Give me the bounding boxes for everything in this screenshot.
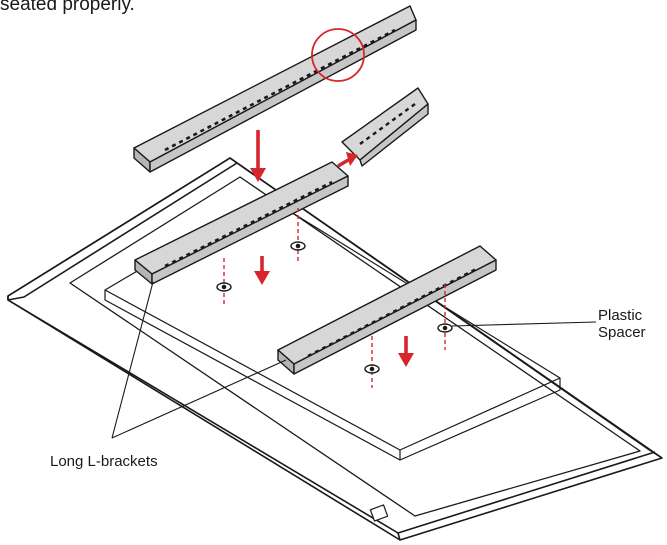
tv-connector-tab: [369, 504, 389, 522]
spacer-2: [216, 282, 232, 292]
direction-arrows: [250, 130, 414, 367]
tv-plate-left: [104, 290, 401, 461]
bracket-leader-1: [111, 281, 154, 439]
tv-frame-bottom-edge: [397, 451, 656, 534]
tv-frame-bevel-right: [236, 162, 663, 459]
arrow-right-short: [337, 152, 358, 168]
arrow-down-lower: [398, 336, 414, 367]
middle-l-bracket: [134, 161, 349, 285]
label-leaders: [111, 281, 597, 439]
plastic-spacer-label-line2: Spacer: [598, 324, 646, 341]
spacer-1: [290, 241, 306, 251]
spacer-3: [437, 323, 453, 333]
detail-highlight-circle: [311, 28, 365, 82]
plastic-spacers: [216, 241, 453, 374]
plastic-spacer-label-line1: Plastic: [598, 307, 643, 324]
arrow-down-top: [250, 130, 266, 182]
tv-inner-recess: [69, 176, 641, 517]
top-l-bracket: [133, 5, 417, 173]
cropped-header-text: seated properly.: [0, 0, 135, 15]
screw-guide-lines: [223, 208, 446, 388]
long-l-brackets-label: Long L-brackets: [50, 453, 158, 470]
tv-plate-step: [399, 378, 561, 461]
spacer-leader: [451, 321, 597, 327]
arrow-down-middle: [254, 256, 270, 285]
lower-l-bracket: [277, 245, 497, 375]
bracket-leader-2: [111, 359, 287, 439]
spacer-4: [364, 364, 380, 374]
plastic-spacer-label: Plastic Spacer: [598, 307, 646, 341]
tv-frame-bevel: [7, 157, 238, 301]
